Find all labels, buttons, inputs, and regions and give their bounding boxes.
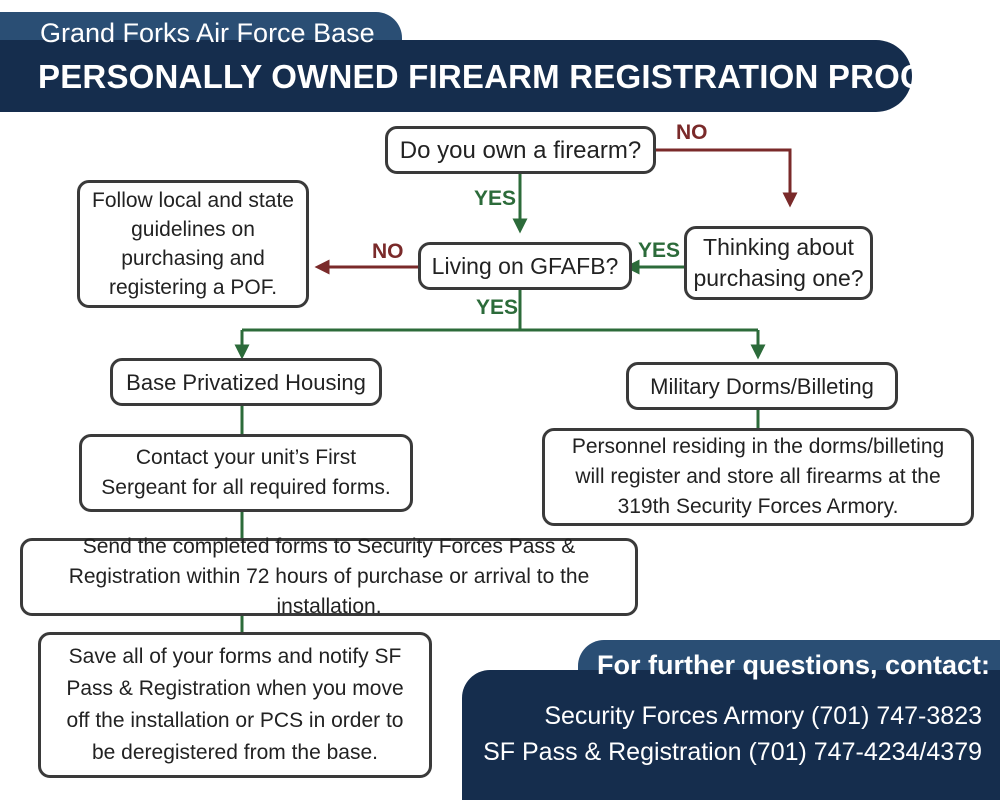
header-banner — [0, 40, 912, 112]
contact-pass-registration: SF Pass & Registration (701) 747-4234/43… — [483, 738, 982, 766]
military-dorms-billeting: Military Dorms/Billeting — [626, 362, 898, 410]
base-privatized-housing: Base Privatized Housing — [110, 358, 382, 406]
header-title: PERSONALLY OWNED FIREARM REGISTRATION PR… — [38, 58, 991, 95]
send-completed-forms: Send the completed forms to Security For… — [20, 535, 638, 618]
header-subtitle: Grand Forks Air Force Base — [40, 18, 375, 48]
question-thinking-purchase: Thinking about purchasing one? — [684, 226, 873, 300]
label-yes-living: YES — [476, 296, 519, 319]
contact-first-sergeant: Contact your unit’s First Sergeant for a… — [79, 434, 413, 512]
question-own-firearm: Do you own a firearm? — [385, 126, 656, 174]
dorms-register-armory: Personnel residing in the dorms/billetin… — [542, 428, 974, 526]
arrow-own-no — [656, 148, 798, 208]
label-no-own: NO — [676, 121, 708, 144]
follow-local-guidelines: Follow local and state guidelines on pur… — [77, 180, 309, 308]
question-living-on-base: Living on GFAFB? — [418, 242, 632, 290]
label-no-living: NO — [372, 240, 404, 263]
contact-heading: For further questions, contact: — [597, 650, 991, 680]
contact-armory: Security Forces Armory (701) 747-3823 — [544, 702, 982, 730]
label-yes-thinking: YES — [638, 239, 681, 262]
contact-panel — [462, 670, 1000, 800]
label-yes-own: YES — [474, 187, 517, 210]
arrow-living-yes — [242, 287, 758, 332]
save-forms-notify: Save all of your forms and notify SF Pas… — [38, 632, 432, 778]
